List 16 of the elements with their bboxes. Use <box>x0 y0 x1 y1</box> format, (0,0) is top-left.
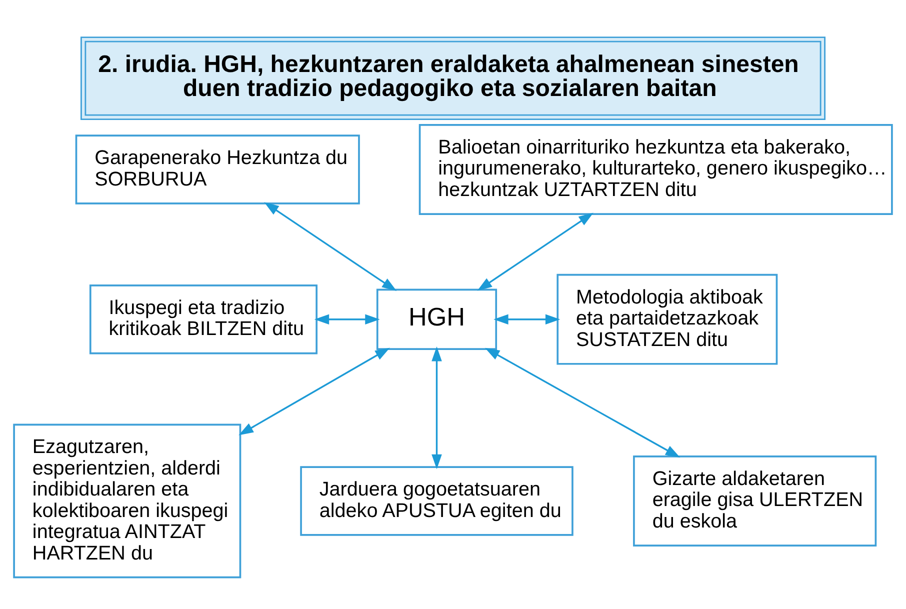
arrow <box>238 348 390 436</box>
node-box: Ikuspegi eta tradizio kritikoak BILTZEN ditu <box>89 284 318 354</box>
diagram-title: 2. irudia. HGH, hezkuntzaren eraldaketa ahalmenean sinesten duen tradizio pedagogiko eta sozialaren baitan <box>98 51 799 102</box>
node-box: HGH <box>376 288 498 350</box>
node-box: Ezagutzaren, esperientzien, alderdi indibidualaren eta kolektiboaren ikuspegi integratua AINTZAT HARTZEN du <box>13 424 242 578</box>
node-box: Garapenerako Hezkuntza du SORBURUA <box>75 134 360 204</box>
node-box: Metodologia aktiboak eta partaidetzazkoak SUSTATZEN ditu <box>556 274 778 365</box>
arrow <box>432 346 442 470</box>
arrow <box>477 212 594 291</box>
arrow <box>494 314 560 324</box>
node-box: Balioetan oinarrituriko hezkuntza eta bakerako, ingurumenerako, kulturarteko, genero ikuspegiko… hezkuntzak UZTARTZEN ditu <box>418 124 893 215</box>
arrow <box>314 314 380 324</box>
arrow <box>484 348 680 458</box>
node-box: Jarduera gogoetatsuaren aldeko APUSTUA egiten du <box>300 466 574 536</box>
arrow <box>264 202 397 292</box>
node-box: Gizarte aldaketaren eragile gisa ULERTZEN du eskola <box>633 456 877 546</box>
